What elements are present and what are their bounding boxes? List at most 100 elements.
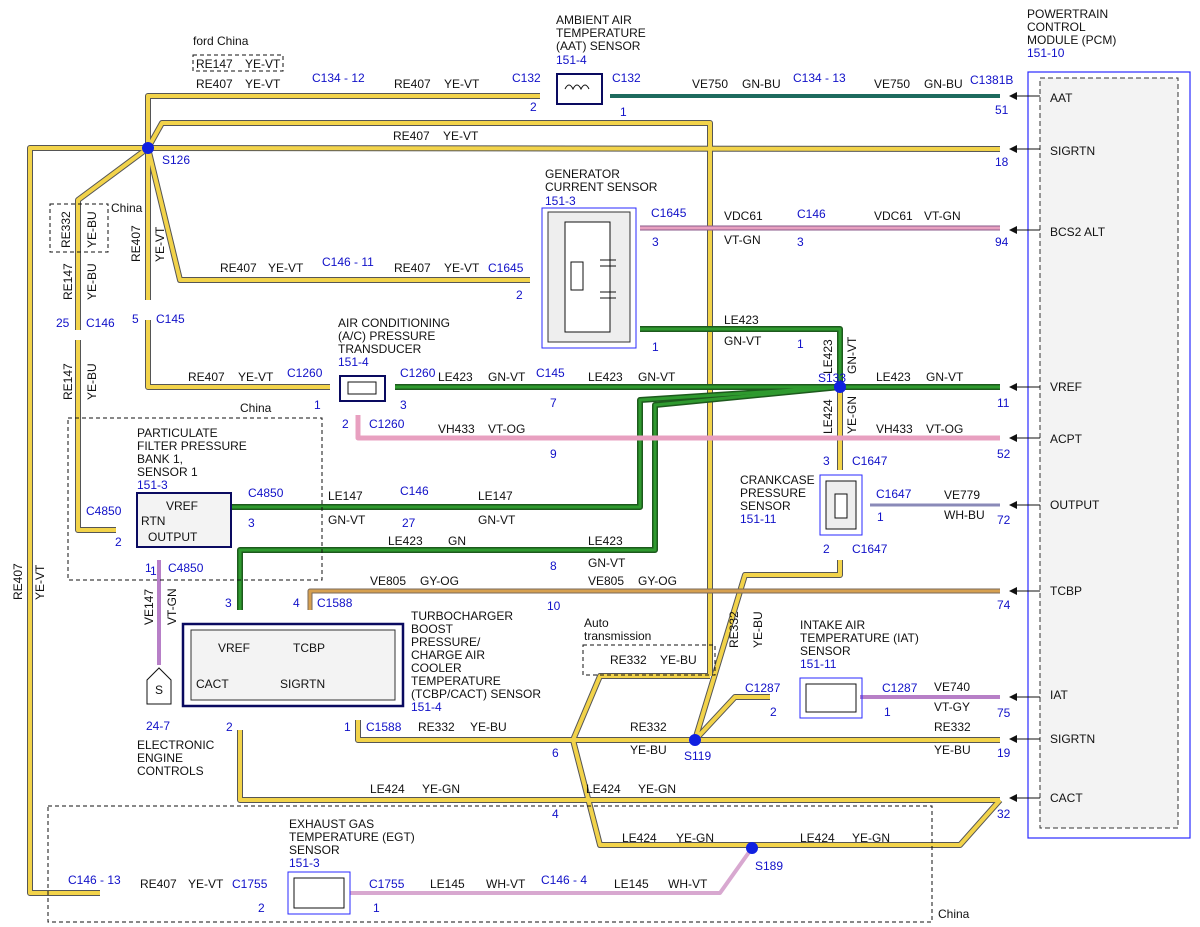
wire-circuit: LE423 [388, 534, 423, 548]
pcm-pin-label: BCS2 ALT [1050, 225, 1106, 239]
ford-china-label: ford China [193, 34, 249, 48]
eec-title: CONTROLS [137, 764, 204, 778]
wire-color: YE-VT [33, 564, 47, 600]
pcm-pin-num: 52 [997, 447, 1011, 461]
wire-circuit: RE147 [61, 263, 75, 300]
wire-color: GY-OG [420, 574, 459, 588]
particulate-filter-sensor: China VREF RTN OUTPUT PARTICULATE FILTER… [67, 401, 323, 581]
inline-pin: 8 [550, 559, 557, 573]
wire-circuit: RE407 [394, 77, 431, 91]
eec-title: ENGINE [137, 751, 183, 765]
splice-label: S133 [818, 371, 846, 385]
auto-transmission: Auto transmission RE332 YE-BU [582, 616, 716, 676]
crank-pin: 3 [823, 454, 830, 468]
turbo-conn: C1588 [366, 720, 402, 734]
turbo-title: CHARGE AIR [411, 648, 485, 662]
inline-pin: 25 [56, 316, 70, 330]
wire-color: YE-VT [188, 877, 224, 891]
generator-current-sensor: GENERATOR CURRENT SENSOR 151-3 C1645 3 C… [488, 167, 687, 354]
wire-color: VT-OG [488, 422, 525, 436]
connector-label: C146 [797, 207, 826, 221]
crank-pin: 2 [823, 542, 830, 556]
wire-circuit: LE423 [438, 370, 473, 384]
aat-sensor: AMBIENT AIR TEMPERATURE (AAT) SENSOR 151… [512, 13, 646, 119]
wire-circuit: VDC61 [874, 209, 913, 223]
wire-color: GN-VT [845, 336, 859, 374]
egt-title: SENSOR [289, 843, 340, 857]
wire-circuit: RE407 [393, 129, 430, 143]
pcm-module: POWERTRAIN CONTROL MODULE (PCM) 151-10 C… [970, 7, 1191, 839]
inline-pin: 1 [150, 564, 157, 578]
iat-pin: 2 [770, 705, 777, 719]
pcm-pin-num: 74 [997, 598, 1011, 612]
aat-title-3: (AAT) SENSOR [556, 39, 641, 53]
wire-color: GN-VT [926, 370, 964, 384]
egt-sensor: China EXHAUST GAS TEMPERATURE (EGT) SENS… [47, 805, 970, 923]
ac-title-3: TRANSDUCER [338, 342, 422, 356]
wire-color: VT-OG [926, 422, 963, 436]
crank-title: PRESSURE [740, 486, 806, 500]
wire-circuit: RE407 [11, 563, 25, 600]
splice-label: S126 [162, 153, 190, 167]
gen-pin: 3 [652, 235, 659, 249]
wire-circuit: LE147 [478, 489, 513, 503]
wire-circuit: RE407 [129, 225, 143, 262]
crank-conn: C1647 [852, 542, 888, 556]
gen-pin: 1 [652, 340, 659, 354]
electronic-engine-controls: S 24-7 ELECTRONIC ENGINE CONTROLS [137, 667, 215, 778]
turbo-pin: 3 [225, 596, 232, 610]
pf-pin: 1 [145, 561, 152, 575]
pcm-pins: AAT 51 SIGRTN 18 BCS2 ALT 94 VREF 11 ACP… [995, 91, 1106, 821]
turbo-title: TURBOCHARGER [411, 609, 513, 623]
pcm-arrows [1009, 92, 1040, 802]
wire-circuit: LE423 [724, 313, 759, 327]
iat-sensor: INTAKE AIR TEMPERATURE (IAT) SENSOR 151-… [745, 618, 919, 719]
wire-circuit: RE407 [196, 77, 233, 91]
eec-symbol: S [155, 683, 163, 697]
pcm-pin-num: 94 [995, 235, 1009, 249]
ac-title-2: (A/C) PRESSURE [338, 329, 435, 343]
pf-ref: 151-3 [137, 478, 168, 492]
wire-color: YE-BU [85, 363, 99, 400]
connector-label: C146 - 13 [68, 873, 121, 887]
pf-title: SENSOR 1 [137, 465, 198, 479]
gen-conn-mid: C1645 [488, 261, 524, 275]
inline-pin: 6 [552, 746, 559, 760]
pcm-pin-label: CACT [1050, 791, 1083, 805]
pf-title: PARTICULATE [137, 426, 218, 440]
connector-label: C145 [156, 312, 185, 326]
egt-conn: C1755 [369, 877, 405, 891]
splices: S126 S133 S119 S189 [142, 142, 846, 873]
pf-conn: C4850 [248, 486, 284, 500]
turbo-pin-label: SIGRTN [280, 677, 325, 691]
pcm-title-1: POWERTRAIN [1027, 7, 1108, 21]
pcm-pin-label: OUTPUT [1050, 498, 1100, 512]
turbo-sensor: VREF TCBP CACT SIGRTN TURBOCHARGER BOOST… [181, 596, 541, 734]
wire-color: YE-VT [238, 370, 274, 384]
splice-s126 [142, 142, 154, 154]
wire-circuit: VH433 [876, 422, 913, 436]
crank-pin: 1 [877, 510, 884, 524]
wire-circuit: LE424 [586, 782, 621, 796]
connector-label: C145 [536, 366, 565, 380]
iat-conn: C1287 [745, 681, 781, 695]
wire-color: YE-VT [245, 57, 281, 71]
inline-pin: 7 [550, 396, 557, 410]
turbo-title: BOOST [411, 622, 454, 636]
pcm-connector: C1381B [970, 73, 1013, 87]
gen-pin: 2 [516, 288, 523, 302]
turbo-pin-label: TCBP [293, 641, 325, 655]
crank-conn: C1647 [852, 454, 888, 468]
crank-title: SENSOR [740, 499, 791, 513]
turbo-pin-label: CACT [196, 677, 229, 691]
ac-pin: 1 [314, 398, 321, 412]
splice-label: S119 [684, 749, 711, 763]
iat-ref: 151-11 [800, 657, 837, 671]
wire-color: YE-GN [852, 831, 890, 845]
splice-label: S189 [755, 859, 783, 873]
turbo-title: PRESSURE/ [411, 635, 481, 649]
egt-pin: 2 [258, 901, 265, 915]
iat-title: SENSOR [800, 644, 851, 658]
eec-ref: 24-7 [146, 719, 170, 733]
egt-ref: 151-3 [289, 856, 320, 870]
